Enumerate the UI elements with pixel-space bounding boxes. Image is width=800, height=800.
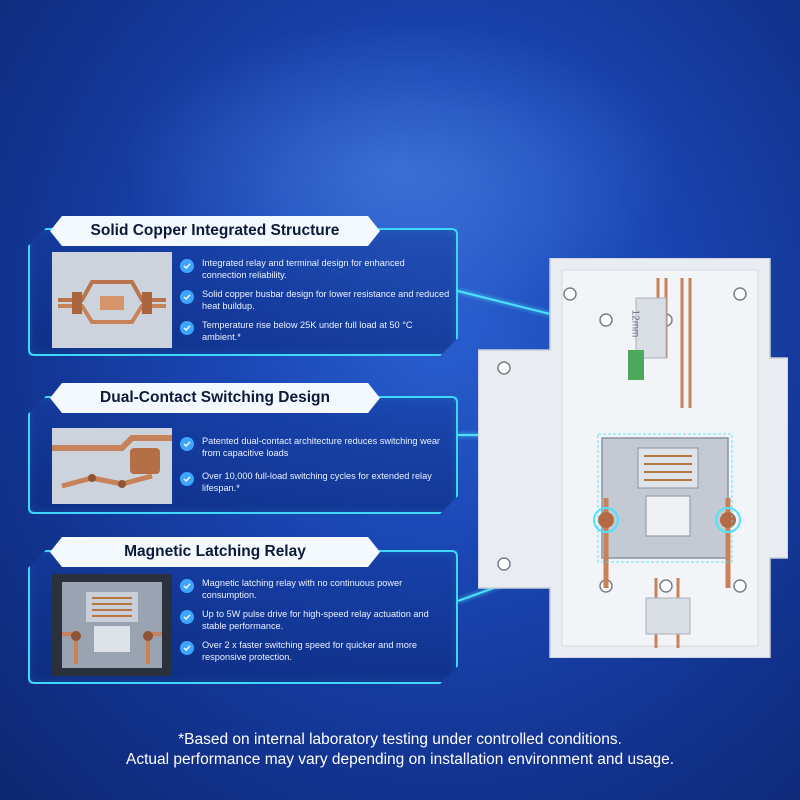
feature-title-dual-contact: Dual-Contact Switching Design [50,383,380,413]
feature-title-solid-copper: Solid Copper Integrated Structure [50,216,380,246]
feature-bullet: Magnetic latching relay with no continuo… [180,578,450,601]
feature-bullet: Over 10,000 full-load switching cycles f… [180,471,450,494]
dual-contact-image [52,428,172,504]
feature-bullet: Solid copper busbar design for lower res… [180,289,450,312]
magnetic-relay-illustration [52,574,172,676]
check-circle-icon [180,641,194,655]
feature-panel-magnetic-relay: Magnetic latching relay with no continuo… [28,550,458,684]
feature-bullet: Patented dual-contact architecture reduc… [180,436,450,459]
feature-bullet: Up to 5W pulse drive for high-speed rela… [180,609,450,632]
check-circle-icon [180,472,194,486]
feature-bullet: Over 2 x faster switching speed for quic… [180,640,450,663]
feature-panel-solid-copper: Integrated relay and terminal design for… [28,228,458,356]
feature-bullet: Integrated relay and terminal design for… [180,258,450,281]
footnote-line-2: Actual performance may vary depending on… [126,751,674,768]
dual-contact-illustration [52,428,172,504]
footnote-line-1: *Based on internal laboratory testing un… [178,731,622,748]
check-circle-icon [180,579,194,593]
breaker-cutaway-illustration [477,257,789,659]
check-circle-icon [180,437,194,451]
dimension-label: 12mm [629,309,641,338]
feature-bullets: Patented dual-contact architecture reduc… [180,436,450,502]
check-circle-icon [180,321,194,335]
feature-title-magnetic-relay: Magnetic Latching Relay [50,537,380,567]
check-circle-icon [180,290,194,304]
feature-panel-dual-contact: Patented dual-contact architecture reduc… [28,396,458,514]
magnetic-relay-image [52,574,172,676]
check-circle-icon [180,259,194,273]
feature-bullets: Integrated relay and terminal design for… [180,258,450,351]
check-circle-icon [180,610,194,624]
breaker-device: 12mm [477,257,789,659]
feature-bullet: Temperature rise below 25K under full lo… [180,320,450,343]
copper-busbar-image [52,252,172,348]
copper-busbar-illustration [52,252,172,348]
feature-bullets: Magnetic latching relay with no continuo… [180,578,450,671]
